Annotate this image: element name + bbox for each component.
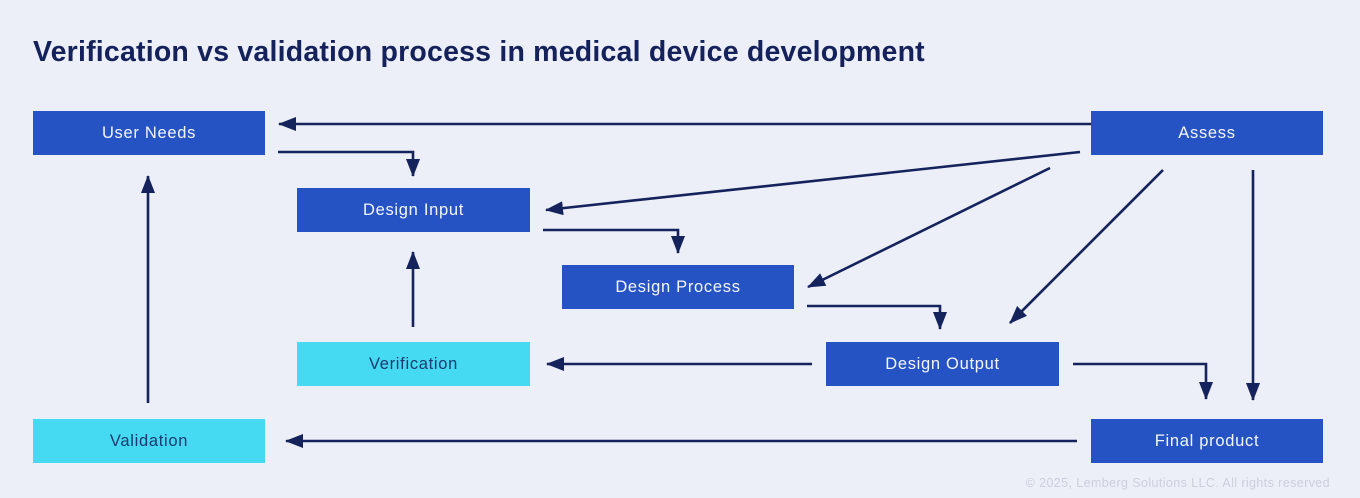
node-design-input: Design Input <box>297 188 530 232</box>
node-assess: Assess <box>1091 111 1323 155</box>
edge-assess-to-design-input <box>545 150 1081 216</box>
edge-user-needs-to-design-input <box>278 150 420 177</box>
node-user-needs: User Needs <box>33 111 265 155</box>
edge-assess-to-design-output <box>1009 169 1164 324</box>
edge-design-input-to-design-process <box>543 228 685 254</box>
copyright-note: © 2025, Lemberg Solutions LLC. All right… <box>1025 476 1330 490</box>
node-validation: Validation <box>33 419 265 463</box>
node-verification: Verification <box>297 342 530 386</box>
edge-design-output-to-final-product <box>1073 362 1213 400</box>
node-design-process: Design Process <box>562 265 794 309</box>
node-design-output: Design Output <box>826 342 1059 386</box>
page-title: Verification vs validation process in me… <box>33 36 925 68</box>
edge-design-process-to-design-output <box>807 304 947 330</box>
node-final-product: Final product <box>1091 419 1323 463</box>
edge-assess-to-design-process <box>807 166 1051 289</box>
